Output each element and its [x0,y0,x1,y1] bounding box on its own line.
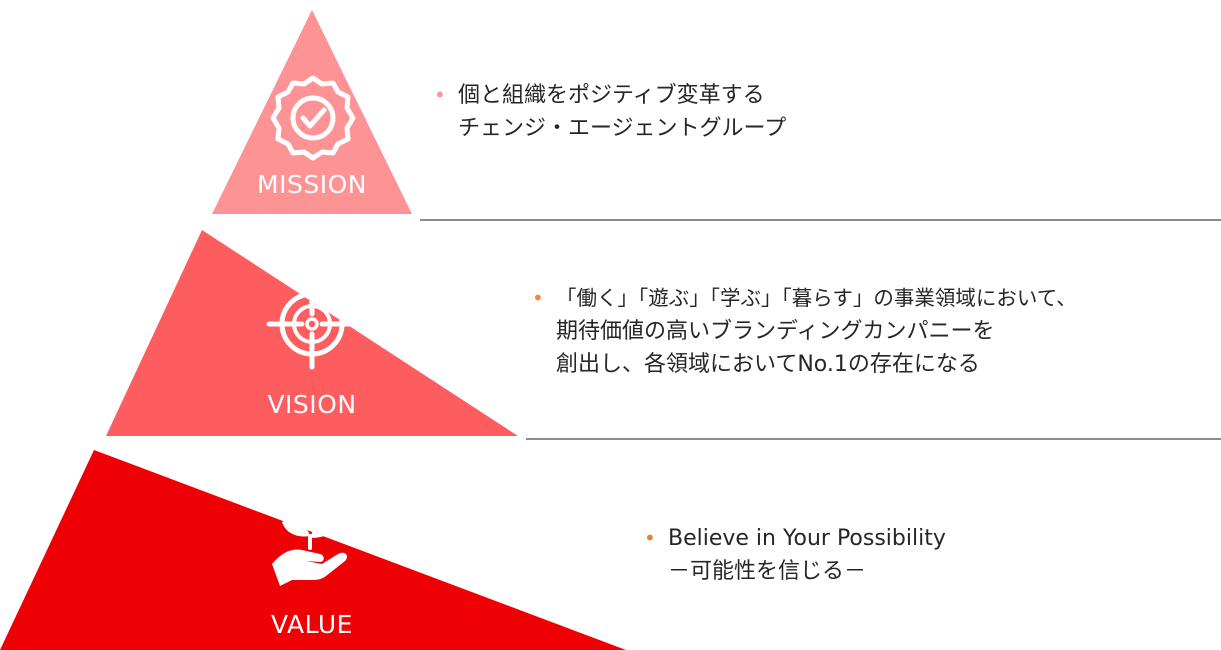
hand-sprout-icon [272,517,348,586]
mission-bullet: • [434,83,446,107]
value-line-2: －可能性を信じる－ [668,559,867,584]
mission-line-1: 個と組織をポジティブ変革する [458,83,765,108]
vision-bullet: • [532,286,544,310]
value-statement: • Believe in Your Possibility －可能性を信じる－ [644,522,946,588]
vision-line-2: 期待価値の高いブランディングカンパニーを [556,319,995,344]
mission-statement: • 個と組織をポジティブ変革する チェンジ・エージェントグループ [434,79,787,145]
vision-line-1: 「働く」「遊ぶ」「学ぶ」「暮らす」の事業領域において、 [556,286,1077,310]
target-crosshair-icon [266,278,358,370]
value-label: VALUE [271,610,353,639]
value-bullet: • [644,526,656,550]
mission-line-2: チェンジ・エージェントグループ [458,116,787,141]
vision-line-3: 創出し、各領域においてNo.1の存在になる [556,352,980,377]
mission-label: MISSION [257,170,367,199]
vision-label: VISION [267,390,357,419]
divider-vision-value [526,438,1221,440]
value-tier [0,450,626,650]
divider-mission-vision [420,219,1221,221]
value-line-1: Believe in Your Possibility [668,526,946,551]
check-badge-icon [270,75,356,161]
vision-statement: • 「働く」「遊ぶ」「学ぶ」「暮らす」の事業領域において、 期待価値の高いブラン… [532,282,1077,381]
mission-tier [212,10,412,214]
